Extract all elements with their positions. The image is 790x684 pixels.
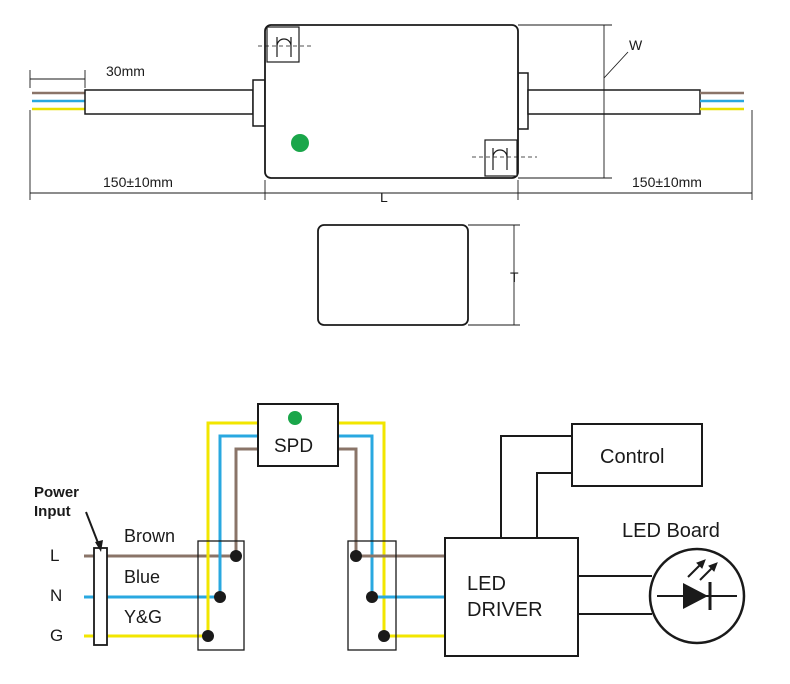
- wire-label-yg: Y&G: [124, 607, 162, 627]
- mounting-tab-top: [258, 26, 312, 63]
- led-driver-label-line1: LED: [467, 573, 506, 595]
- led-board-label: LED Board: [622, 520, 720, 542]
- spd-indicator-dot: [288, 411, 302, 425]
- power-input-label-line2: Input: [34, 503, 71, 520]
- terminal-block-left: [197, 540, 245, 651]
- spd-label: SPD: [274, 436, 313, 457]
- control-label: Control: [600, 446, 664, 468]
- wire-label-blue: Blue: [124, 567, 160, 587]
- lead-strip-label: 30mm: [106, 63, 145, 79]
- terminal-block-right: [347, 540, 397, 651]
- width-label: W: [629, 37, 643, 53]
- dimension-lines: [29, 24, 753, 326]
- control-link-inner: [536, 472, 572, 538]
- led-driver-label-line2: DRIVER: [467, 599, 543, 621]
- power-input-connector: [93, 547, 108, 646]
- control-link-outer: [500, 435, 572, 538]
- dimension-drawing: [29, 24, 753, 326]
- line-label-n: N: [50, 586, 62, 605]
- mounting-tab-bottom: [472, 139, 537, 177]
- wiring-diagram: [84, 403, 746, 657]
- driver-body: [264, 24, 519, 179]
- dimension-labels: 30mm 150±10mm 150±10mm L W T: [103, 37, 702, 285]
- lead-length-left-label: 150±10mm: [103, 174, 173, 190]
- led-driver-box: [444, 537, 579, 657]
- wiring-labels: Power Input L N G Brown Blue Y&G SPD Con…: [34, 436, 720, 645]
- thickness-label: T: [510, 269, 519, 285]
- led-diode-icon: [657, 559, 737, 610]
- line-label-g: G: [50, 626, 63, 645]
- indicator-dot: [291, 134, 309, 152]
- wire-label-brown: Brown: [124, 526, 175, 546]
- control-box: [571, 423, 703, 487]
- junction-dots: [202, 550, 390, 642]
- line-label-l: L: [50, 546, 59, 565]
- right-cable: [517, 72, 744, 130]
- driver-side-view: [317, 224, 469, 326]
- left-cable: [32, 79, 266, 127]
- leader-arrow-icon: [95, 540, 103, 552]
- power-input-label-line1: Power: [34, 484, 79, 501]
- length-label: L: [380, 189, 388, 205]
- lead-length-right-label: 150±10mm: [632, 174, 702, 190]
